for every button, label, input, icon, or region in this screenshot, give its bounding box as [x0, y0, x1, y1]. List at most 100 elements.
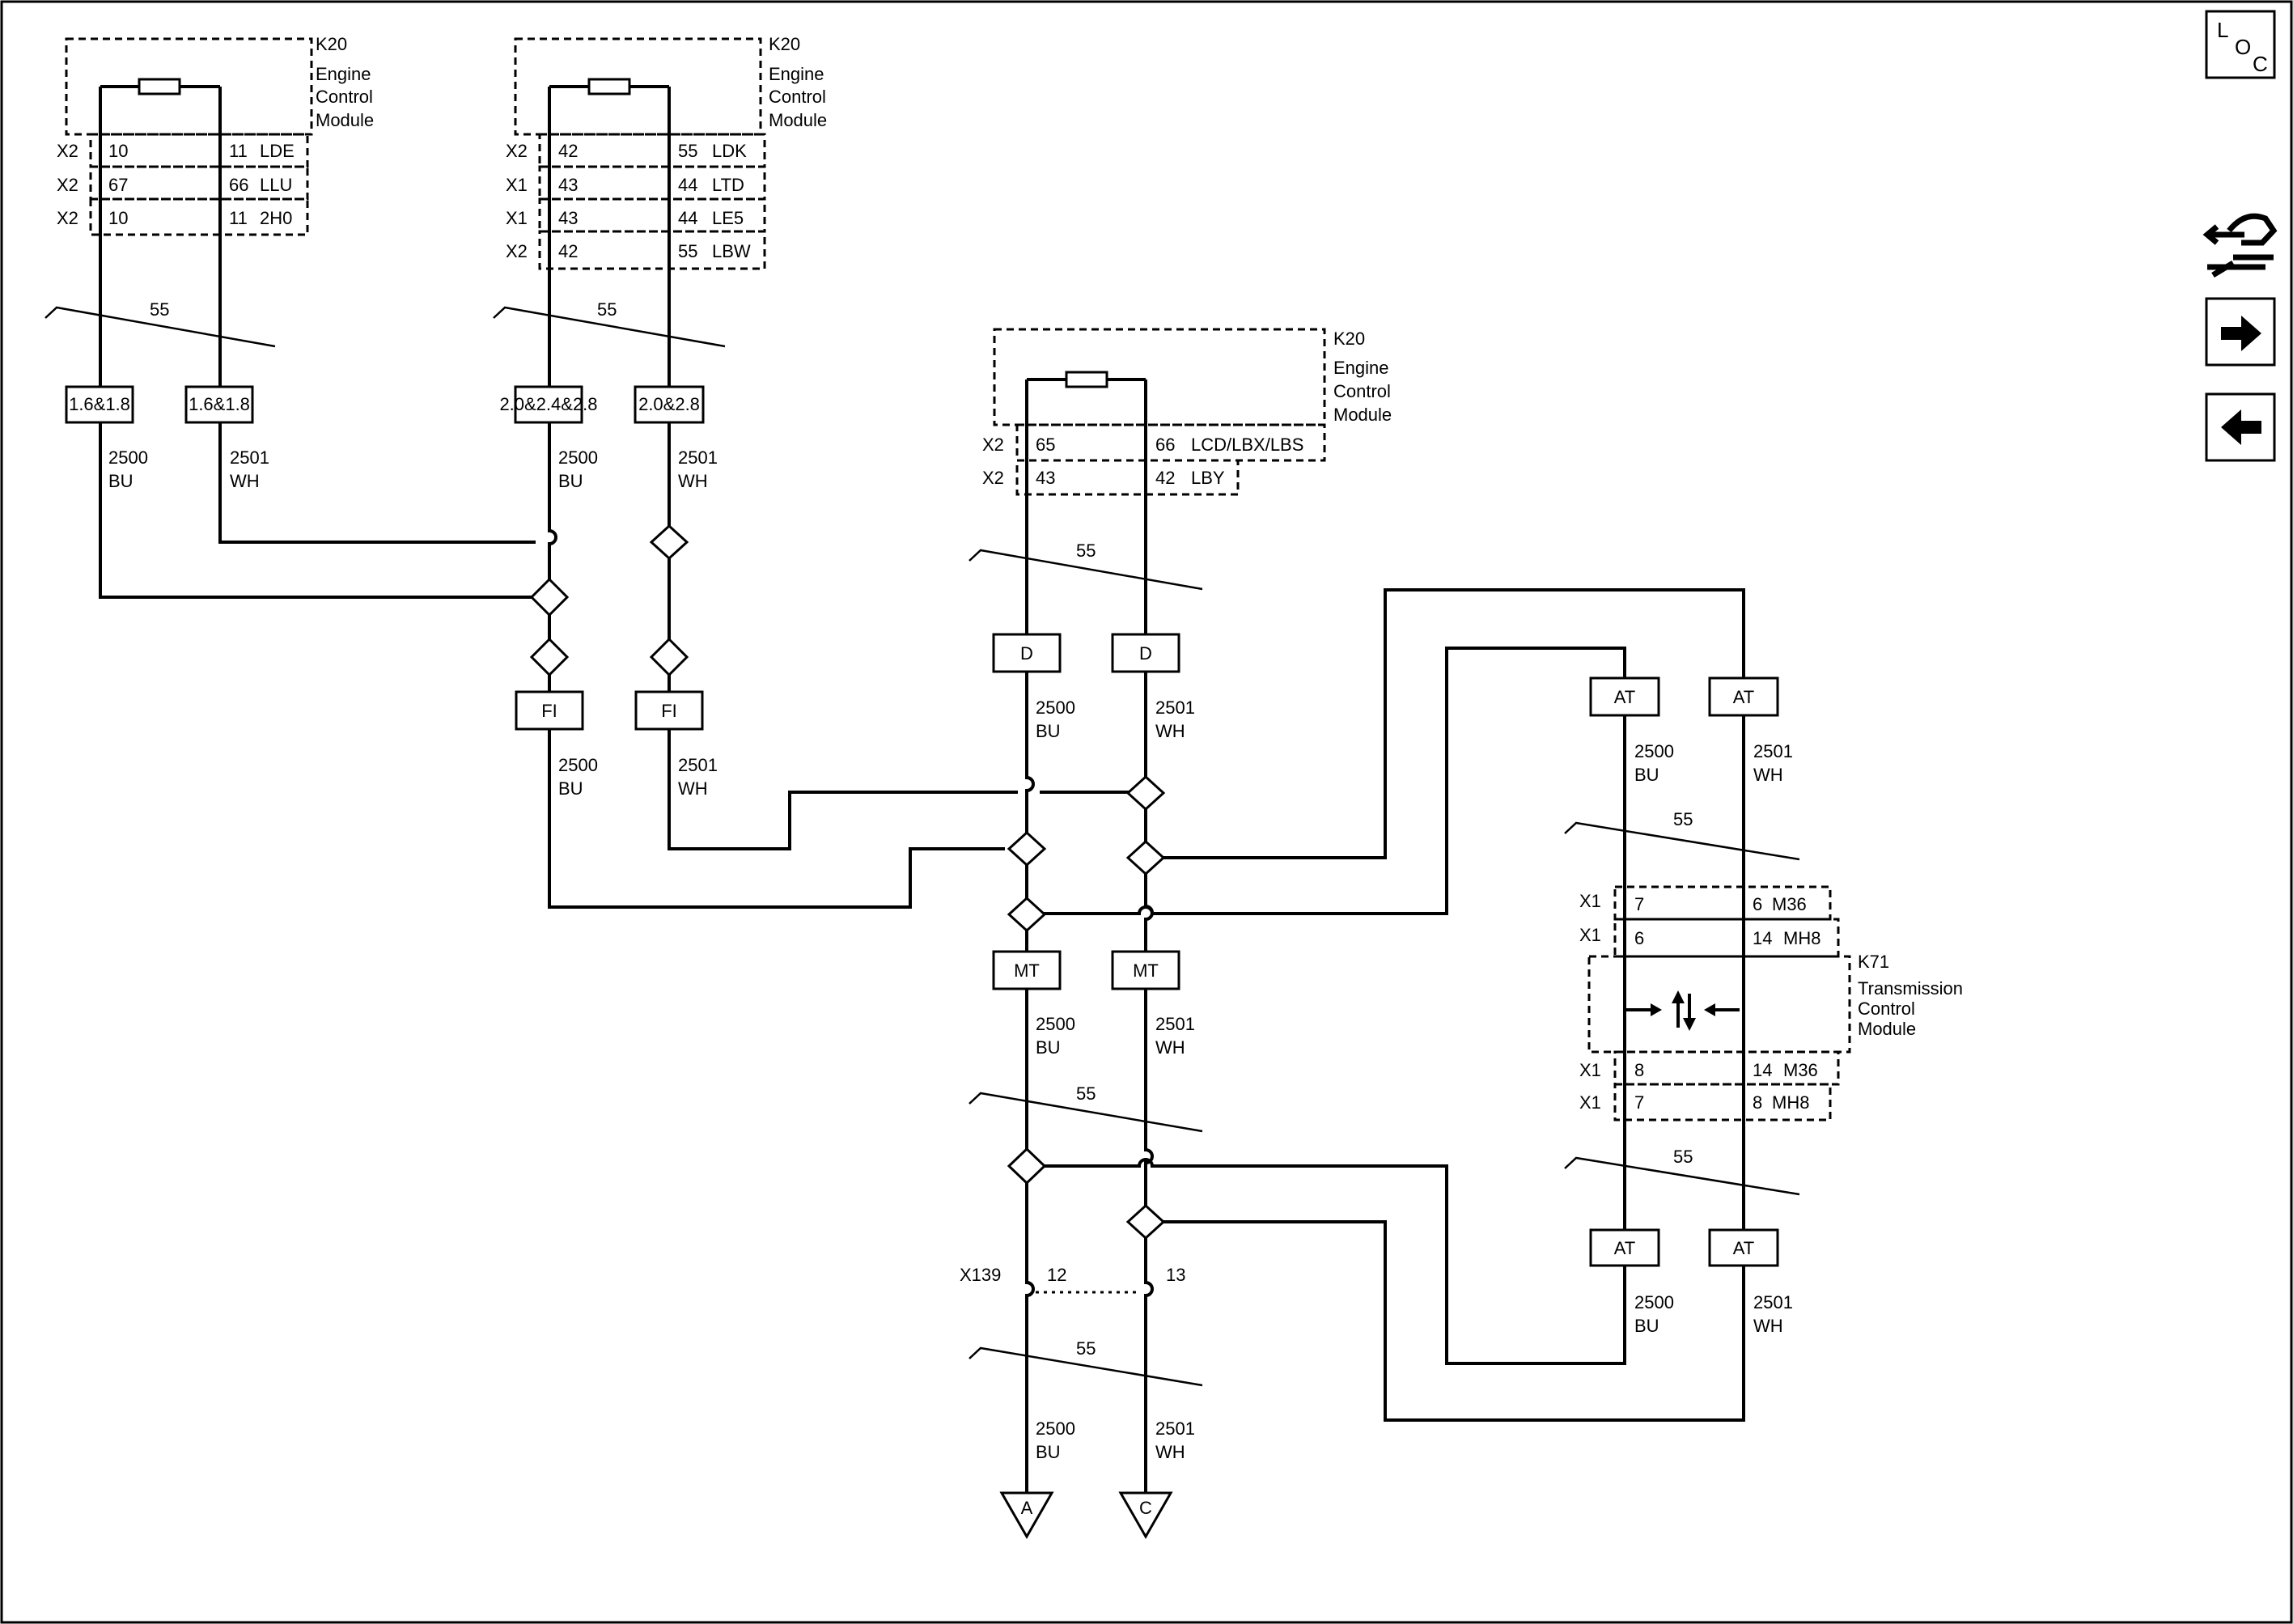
option-code-label: M36 [1783, 1060, 1818, 1080]
connector-label: X2 [57, 208, 78, 228]
pin-label: 7 [1634, 1092, 1644, 1113]
option-label: D [1020, 643, 1033, 664]
connector-label: X1 [1579, 925, 1601, 945]
ecm-module-b: K20 Engine Control Module X2 42 55 LDK X… [506, 34, 827, 270]
ecm-b-id: K20 [769, 34, 800, 54]
ecm-module-c: K20 Engine Control Module X2 65 66 LCD/L… [982, 328, 1392, 496]
pin-label: 43 [1036, 468, 1055, 488]
wire-labels: 2500 BU 2501 WH 2500 BU 2501 WH 2500 BU … [108, 447, 1793, 1462]
circuit-number: 2500 [1036, 1014, 1075, 1034]
circuit-number: 2501 [1753, 1292, 1793, 1312]
circuit-number: 2501 [230, 447, 269, 468]
pin-label: 42 [1155, 468, 1175, 488]
twist-label: 55 [1076, 1083, 1096, 1104]
option-box [992, 633, 1062, 673]
option-code-label: MH8 [1772, 1092, 1809, 1113]
pin-label: 55 [678, 141, 697, 161]
data-communication-icon [1626, 990, 1740, 1031]
next-page-button[interactable] [2205, 297, 2276, 367]
option-label: 1.6&1.8 [189, 394, 250, 414]
pin-label: 14 [1753, 1060, 1772, 1080]
pin-label: 6 [1753, 894, 1762, 914]
option-box [1111, 950, 1180, 990]
option-box [514, 385, 583, 424]
pin-label: 67 [108, 175, 128, 195]
locator-button[interactable]: L O C [2205, 10, 2276, 79]
option-code-label: LDE [260, 141, 295, 161]
wire-network [99, 87, 1745, 1493]
option-box [1589, 1228, 1660, 1267]
circuit-number: 2500 [1634, 741, 1674, 761]
circuit-number: 2501 [1155, 698, 1195, 718]
previous-page-button[interactable] [2205, 392, 2276, 462]
option-code-label: LDK [712, 141, 747, 161]
pin-label: 8 [1753, 1092, 1762, 1113]
option-code-label: LBW [712, 241, 751, 261]
option-box [1708, 676, 1779, 717]
wire-color: WH [230, 471, 260, 491]
connector-label: X2 [506, 141, 528, 161]
pin-label: 13 [1166, 1265, 1185, 1285]
wire-color: WH [1753, 765, 1783, 785]
pin-label: 43 [558, 175, 578, 195]
pin-label: 7 [1634, 894, 1644, 914]
wire-color: WH [678, 471, 708, 491]
pin-label: 11 [229, 208, 248, 228]
inline-connector-x139: X139 12 13 [960, 1265, 1185, 1285]
option-label: AT [1733, 1238, 1754, 1258]
splice-icon [1007, 896, 1047, 933]
ecm-c-name-2: Control [1333, 381, 1391, 401]
option-code-label: M36 [1772, 894, 1807, 914]
pin-label: 43 [558, 208, 578, 228]
wire-color: BU [558, 778, 583, 799]
circuit-number: 2501 [678, 447, 718, 468]
wire-color: BU [108, 471, 134, 491]
option-label: FI [661, 701, 677, 721]
wire-color: BU [558, 471, 583, 491]
ecm-a-pin-row-3 [89, 197, 309, 236]
splice-icon [1125, 1203, 1166, 1240]
pin-label: 10 [108, 208, 128, 228]
connector-label: X1 [1579, 1060, 1601, 1080]
option-code-label: LE5 [712, 208, 744, 228]
ecm-c-resistor-icon [1065, 371, 1108, 388]
twist-label: 55 [1076, 1338, 1096, 1359]
pin-label: 10 [108, 141, 128, 161]
circuit-number: 2500 [558, 447, 598, 468]
wire-color: WH [678, 778, 708, 799]
tcm-name-3: Module [1858, 1019, 1916, 1039]
twist-label: 55 [150, 299, 169, 320]
splice-icon [649, 637, 689, 677]
harness-route-icon [2202, 213, 2278, 278]
ecm-a-pin-row-2 [89, 165, 309, 201]
twist-label: 55 [1076, 541, 1096, 561]
ecm-c-name-3: Module [1333, 405, 1392, 425]
tcm-module: X1 7 6 M36 X1 6 14 MH8 X1 8 14 M36 X1 7 … [1579, 885, 1963, 1122]
option-label: D [1139, 643, 1152, 664]
ecm-a-name-2: Control [316, 87, 373, 107]
ecm-a-id: K20 [316, 34, 347, 54]
splice-icon [1125, 774, 1166, 812]
option-label: MT [1014, 960, 1040, 981]
circuit-number: 2501 [1155, 1014, 1195, 1034]
option-label: 2.0&2.4&2.8 [499, 394, 597, 414]
option-code-label: LLU [260, 175, 292, 195]
wire-color: WH [1155, 721, 1185, 741]
circuit-number: 2501 [678, 755, 718, 775]
option-box [515, 690, 584, 731]
option-boxes: 1.6&1.8 1.6&1.8 2.0&2.4&2.8 2.0&2.8 FI F… [65, 385, 1779, 1267]
pin-label: 44 [678, 208, 697, 228]
ecm-b-name-2: Control [769, 87, 826, 107]
circuit-number: 2500 [1634, 1292, 1674, 1312]
pin-label: 42 [558, 241, 578, 261]
pin-label: 44 [678, 175, 697, 195]
pin-label: 14 [1753, 928, 1772, 948]
option-code-label: 2H0 [260, 208, 292, 228]
wiring-harness-button[interactable] [2202, 213, 2278, 278]
wire-color: BU [1036, 1037, 1061, 1058]
option-label: AT [1614, 687, 1635, 707]
option-box [634, 385, 705, 424]
terminal-c-icon [1118, 1491, 1173, 1540]
terminal-label: A [1021, 1498, 1033, 1518]
